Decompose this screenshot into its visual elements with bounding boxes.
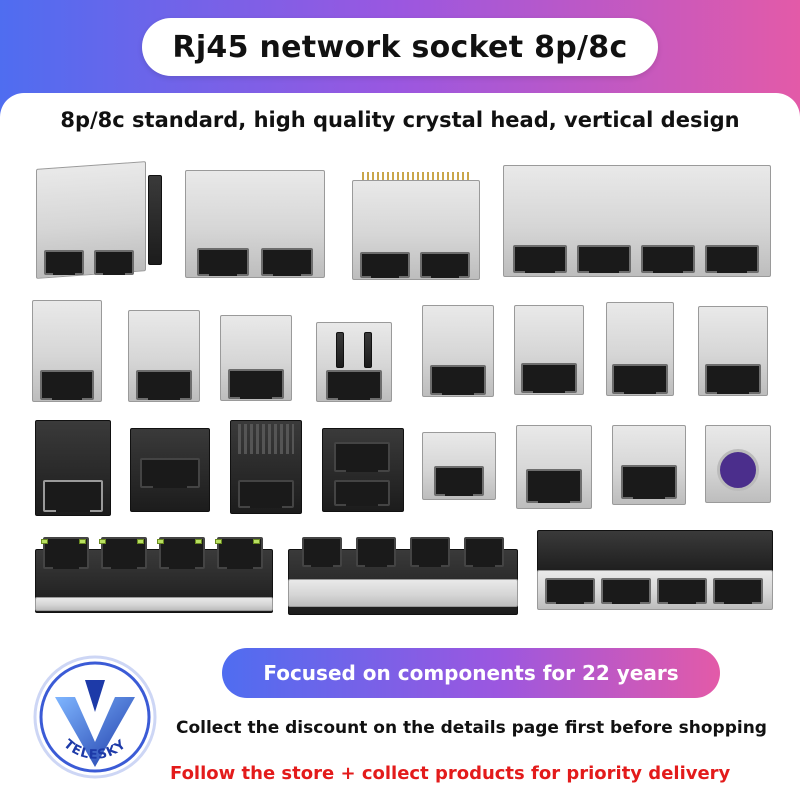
title-pill: Rj45 network socket 8p/8c <box>142 18 658 76</box>
product-single-8 <box>516 425 592 510</box>
product-single-5 <box>514 305 584 398</box>
discount-note: Collect the discount on the details page… <box>176 718 767 738</box>
banner-text: Focused on components for 22 years <box>263 661 679 685</box>
product-black-3 <box>230 420 302 515</box>
product-quad-metal-inline <box>537 530 773 612</box>
product-single-4 <box>422 305 494 400</box>
product-quad-port <box>503 165 771 280</box>
product-single-6 <box>606 302 674 398</box>
product-ps2 <box>705 425 771 505</box>
product-single-1 <box>32 300 102 405</box>
product-black-1 <box>35 420 111 518</box>
banner-pill: Focused on components for 22 years <box>222 648 720 698</box>
product-quad-black-led <box>35 535 273 615</box>
product-single-2 <box>128 310 200 405</box>
follow-note: Follow the store + collect products for … <box>170 763 731 784</box>
telesky-logo: TELESKY <box>33 655 157 779</box>
product-dual-port-pins <box>352 172 480 282</box>
product-dual-port <box>185 170 325 280</box>
product-low-profile <box>422 432 496 502</box>
page-title: Rj45 network socket 8p/8c <box>172 29 628 65</box>
product-single-tabs <box>316 312 392 404</box>
ps2-port-icon <box>717 449 759 491</box>
product-single-9 <box>612 425 686 507</box>
product-single-7 <box>698 306 768 398</box>
subtitle: 8p/8c standard, high quality crystal hea… <box>60 108 740 132</box>
product-quad-black <box>288 535 518 617</box>
product-black-4 <box>322 428 404 513</box>
product-dual-port-side <box>32 155 172 285</box>
product-black-2 <box>130 428 210 513</box>
product-single-3 <box>220 315 292 403</box>
